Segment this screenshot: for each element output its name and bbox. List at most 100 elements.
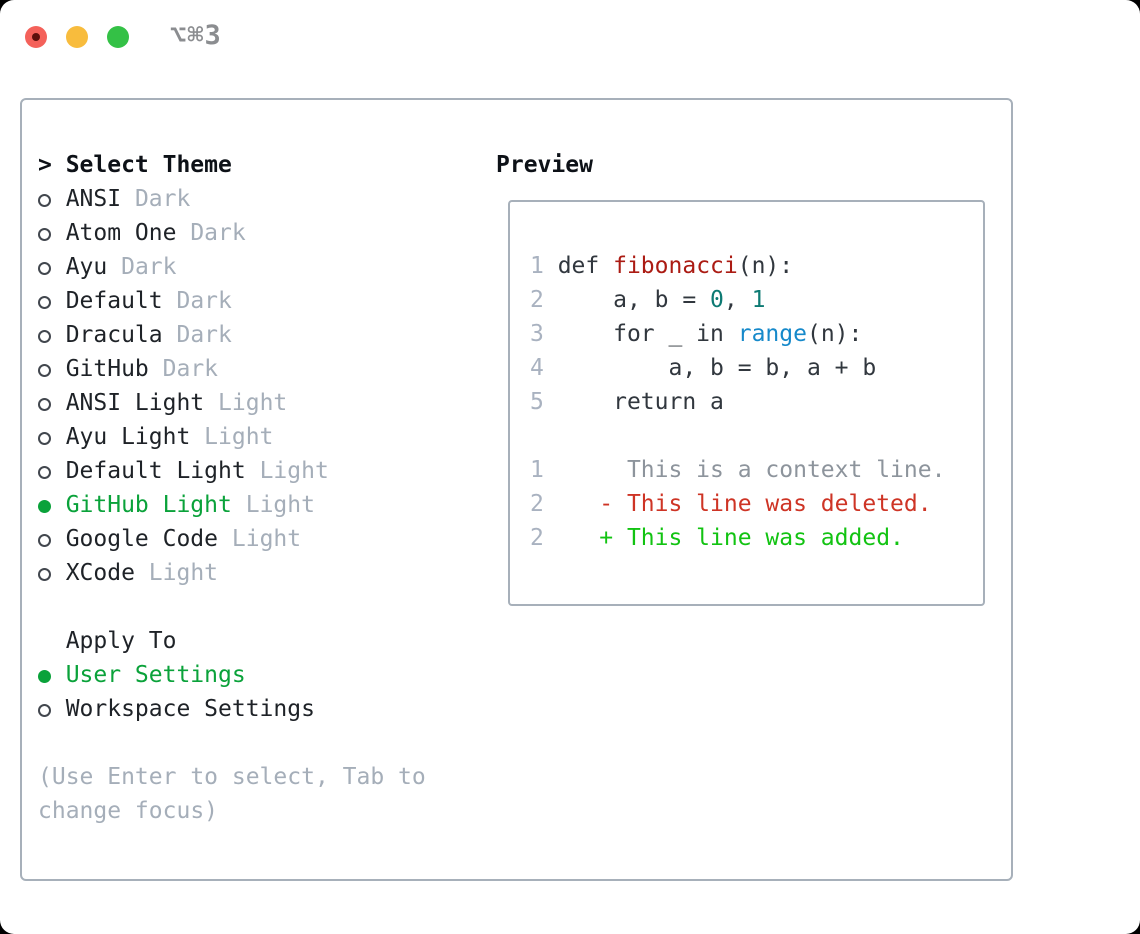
apply-option-label: Workspace Settings	[65, 696, 315, 722]
apply-option-user-settings[interactable]: User Settings	[38, 658, 426, 692]
theme-name: ANSI Light	[65, 390, 205, 416]
theme-variant: Light	[218, 390, 288, 416]
code-token-number: 1	[751, 287, 766, 313]
select-theme-header: > Select Theme	[38, 148, 426, 182]
theme-name: XCode	[65, 560, 135, 586]
radio-icon	[38, 704, 51, 717]
theme-variant: Light	[148, 560, 219, 586]
code-token-plain: (n):	[806, 321, 863, 347]
code-token-plain: def	[543, 253, 614, 279]
theme-variant: Light	[231, 526, 302, 552]
spacer-row	[38, 726, 426, 760]
theme-option-github-light[interactable]: GitHub Light Light	[38, 488, 426, 522]
theme-option-ansi-light[interactable]: ANSI Light Light	[38, 386, 426, 420]
theme-option-ayu-light[interactable]: Ayu Light Light	[38, 420, 426, 454]
theme-variant: Dark	[190, 220, 246, 246]
code-line: 1 This is a context line.	[530, 453, 983, 487]
code-token-plain: a, b =	[543, 287, 711, 313]
minimize-button[interactable]	[66, 26, 88, 48]
theme-name: ANSI	[65, 186, 122, 212]
code-token-plain: return a	[543, 389, 724, 415]
radio-icon	[38, 364, 51, 377]
radio-icon	[38, 330, 51, 343]
theme-variant: Dark	[176, 288, 232, 314]
theme-variant: Light	[259, 458, 329, 484]
code-line: 2 a, b = 0, 1	[530, 283, 983, 317]
code-token-function: fibonacci	[613, 253, 738, 279]
window-title: ⌥⌘3	[170, 20, 222, 51]
theme-name: Default	[65, 288, 163, 314]
code-token-context: This is a context line.	[543, 457, 946, 483]
apply-to-header: Apply To	[38, 624, 426, 658]
preview-title: Preview	[496, 152, 593, 178]
code-line: 1 def fibonacci(n):	[530, 249, 983, 283]
close-button[interactable]	[25, 26, 47, 48]
code-token-number: 0	[710, 287, 724, 313]
theme-option-dracula[interactable]: Dracula Dark	[38, 318, 426, 352]
theme-name: Dracula	[65, 322, 163, 348]
code-token-deleted: - This line was deleted.	[543, 491, 932, 517]
apply-option-workspace-settings[interactable]: Workspace Settings	[38, 692, 426, 726]
radio-icon	[38, 194, 51, 207]
line-number: 1	[530, 457, 544, 483]
theme-variant: Light	[245, 492, 315, 518]
code-token-builtin: range	[737, 321, 807, 347]
line-number: 4	[530, 355, 544, 381]
select-theme-label: Select Theme	[65, 152, 232, 178]
line-number: 1	[530, 253, 544, 279]
hint-text: (Use Enter to select, Tab to	[38, 764, 426, 790]
code-line: 2 - This line was deleted.	[530, 487, 983, 521]
spacer-row	[38, 590, 426, 624]
code-token-plain: for _ in	[543, 321, 738, 347]
line-number: 2	[530, 525, 544, 551]
radio-selected-icon	[38, 670, 51, 683]
line-number: 5	[530, 389, 544, 415]
radio-icon	[38, 228, 51, 241]
code-line: 2 + This line was added.	[530, 521, 983, 555]
theme-name: Ayu	[65, 254, 108, 280]
radio-icon	[38, 398, 51, 411]
line-number: 2	[530, 491, 544, 517]
theme-name: GitHub Light	[65, 492, 232, 518]
radio-selected-icon	[38, 500, 51, 513]
radio-icon	[38, 296, 51, 309]
theme-option-ayu[interactable]: Ayu Dark	[38, 250, 426, 284]
theme-option-google-code[interactable]: Google Code Light	[38, 522, 426, 556]
code-token-plain: (n):	[737, 253, 794, 279]
theme-variant: Dark	[134, 186, 191, 212]
code-line: 5 return a	[530, 385, 983, 419]
line-number: 2	[530, 287, 544, 313]
theme-option-default[interactable]: Default Dark	[38, 284, 426, 318]
zoom-button[interactable]	[107, 26, 129, 48]
apply-to-label: Apply To	[65, 628, 177, 654]
theme-option-atom-one[interactable]: Atom One Dark	[38, 216, 426, 250]
theme-variant: Dark	[162, 356, 219, 382]
theme-name: Ayu Light	[65, 424, 191, 450]
theme-variant: Dark	[121, 254, 177, 280]
hint-text: change focus)	[38, 798, 219, 824]
traffic-lights	[25, 26, 129, 48]
line-number: 3	[530, 321, 544, 347]
code-token-added: + This line was added.	[543, 525, 904, 551]
theme-option-github[interactable]: GitHub Dark	[38, 352, 426, 386]
theme-option-xcode[interactable]: XCode Light	[38, 556, 426, 590]
code-token-plain: ,	[723, 287, 752, 313]
code-line: 3 for _ in range(n):	[530, 317, 983, 351]
radio-icon	[38, 466, 51, 479]
title-bar: ⌥⌘3	[0, 0, 1140, 74]
theme-name: GitHub	[65, 356, 149, 382]
theme-name: Google Code	[65, 526, 219, 552]
apply-option-label: User Settings	[65, 662, 246, 688]
theme-name: Atom One	[65, 220, 177, 246]
blank-line	[530, 419, 983, 453]
pointer-icon: >	[38, 152, 52, 178]
theme-option-ansi[interactable]: ANSI Dark	[38, 182, 426, 216]
theme-variant: Dark	[176, 322, 232, 348]
theme-option-default-light[interactable]: Default Light Light	[38, 454, 426, 488]
theme-variant: Light	[204, 424, 274, 450]
